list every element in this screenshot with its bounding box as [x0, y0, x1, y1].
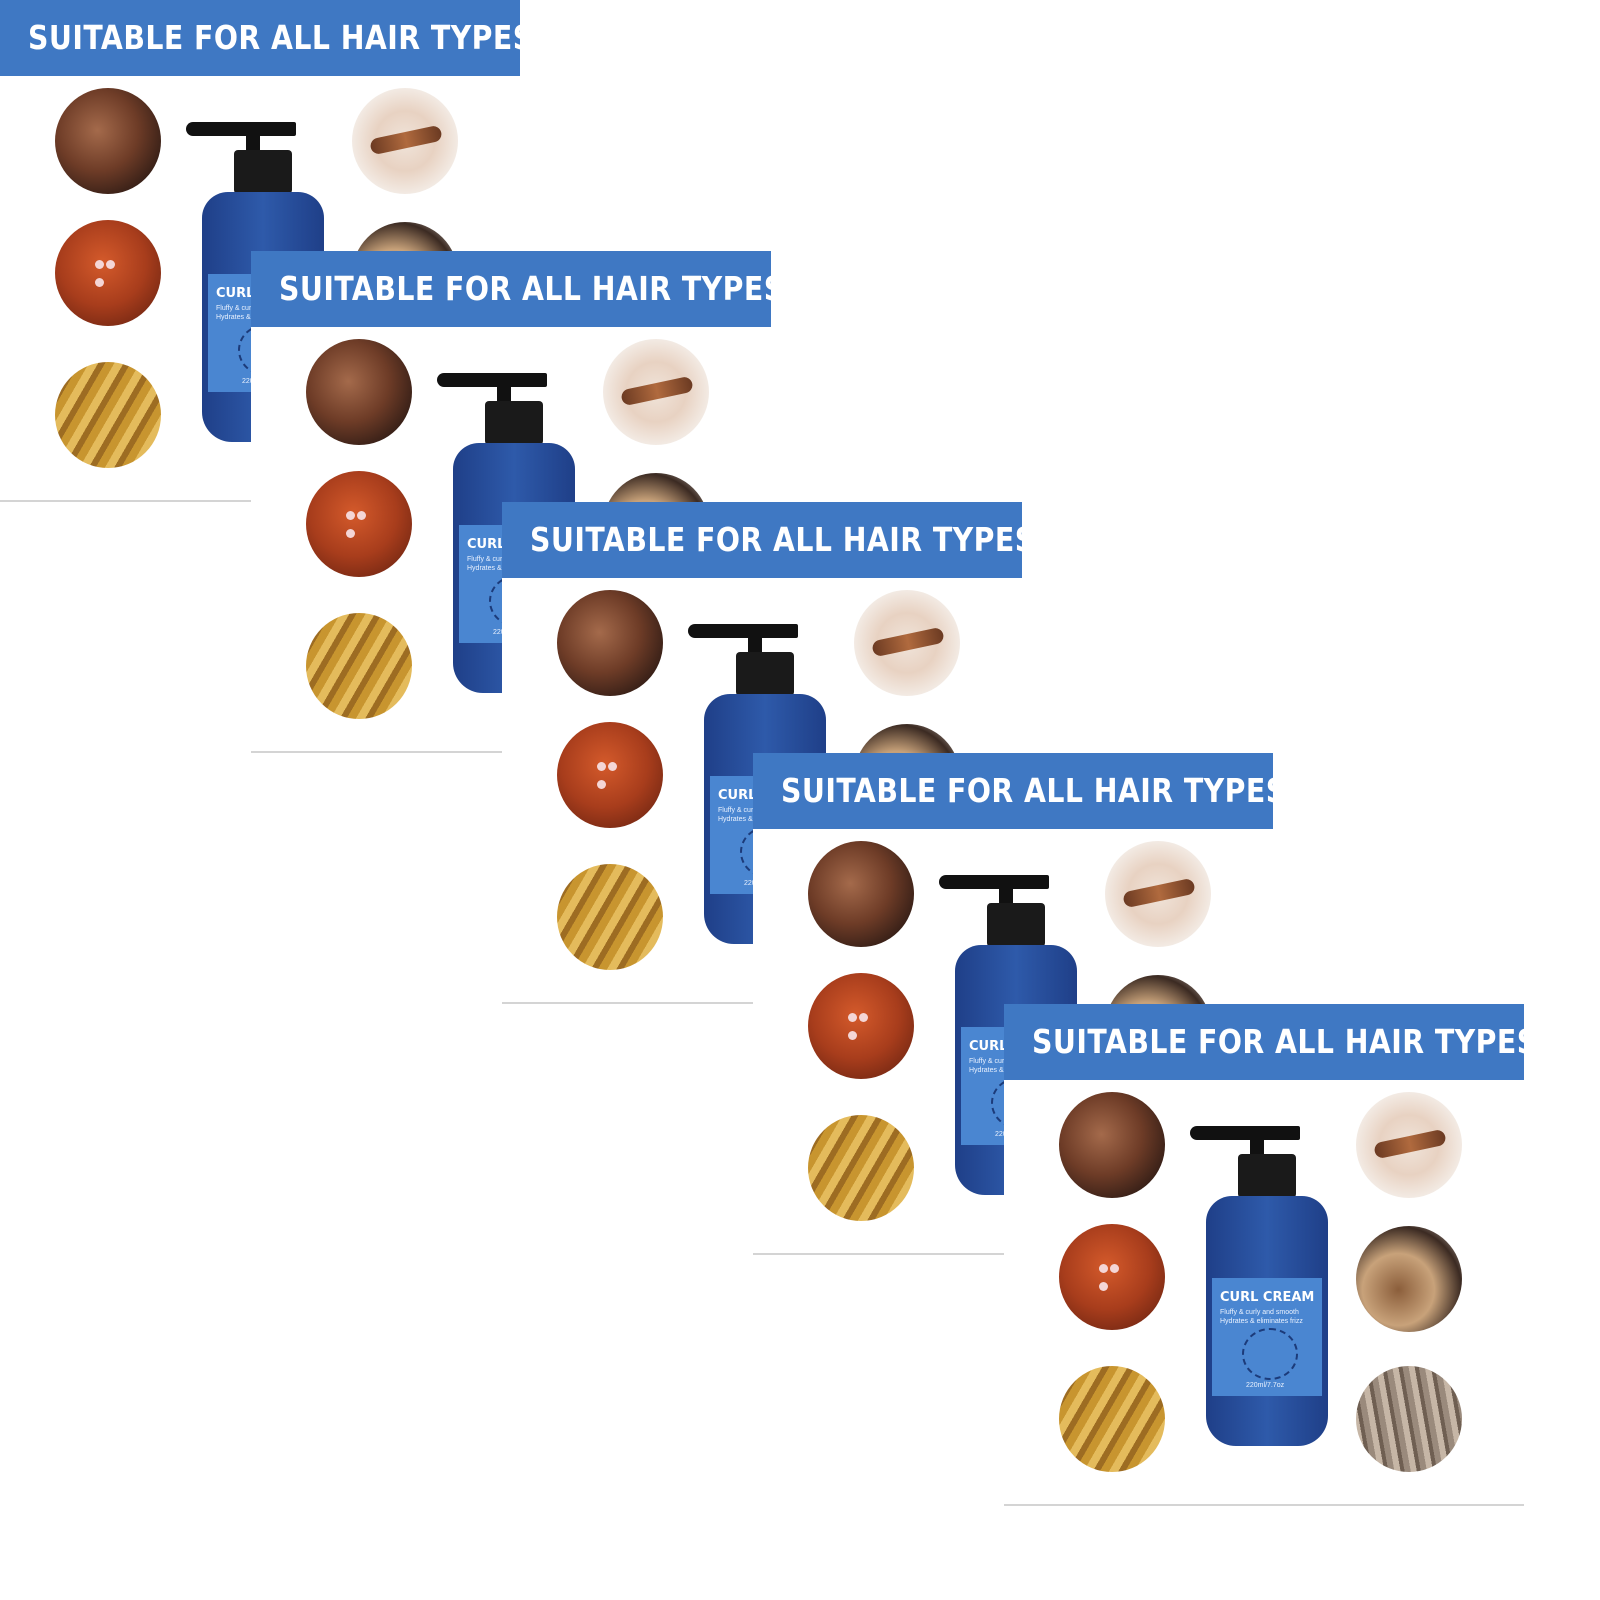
bottle-label: CURL CREAM Fluffy & curly and smooth Hyd…	[1212, 1278, 1322, 1396]
suitable-banner: SUITABLE FOR ALL HAIR TYPES	[502, 502, 1035, 578]
curl-cream-bottle: CURL CREAM Fluffy & curly and smooth Hyd…	[1190, 1126, 1340, 1456]
banner-text: SUITABLE FOR ALL HAIR TYPES	[1032, 1022, 1538, 1061]
wavy-hair-icon	[1059, 1366, 1165, 1472]
damaged-hair-icon	[557, 590, 663, 696]
suitable-banner: SUITABLE FOR ALL HAIR TYPES	[753, 753, 1286, 829]
pump-cap	[234, 150, 292, 194]
red-hair-icon	[55, 220, 161, 326]
damaged-hair-icon	[808, 841, 914, 947]
banner-text: SUITABLE FOR ALL HAIR TYPES	[279, 269, 785, 308]
curly-girl-illustration-icon	[1242, 1328, 1298, 1380]
pump-cap	[736, 652, 794, 696]
suitable-banner: SUITABLE FOR ALL HAIR TYPES	[0, 0, 533, 76]
pump-cap	[485, 401, 543, 445]
pump-nozzle	[1190, 1126, 1300, 1140]
pump-cap	[1238, 1154, 1296, 1198]
pump-nozzle	[688, 624, 798, 638]
suitable-banner: SUITABLE FOR ALL HAIR TYPES	[251, 251, 784, 327]
wavy-hair-icon	[55, 362, 161, 468]
twisted-hair-icon	[1356, 1092, 1462, 1198]
damaged-hair-icon	[306, 339, 412, 445]
banner-text: SUITABLE FOR ALL HAIR TYPES	[28, 18, 534, 57]
twisted-hair-icon	[352, 88, 458, 194]
twisted-hair-icon	[1105, 841, 1211, 947]
pump-nozzle	[437, 373, 547, 387]
banner-text: SUITABLE FOR ALL HAIR TYPES	[781, 771, 1287, 810]
label-title: CURL CREAM	[1220, 1290, 1315, 1305]
label-subtitle: Fluffy & curly and smooth Hydrates & eli…	[1220, 1309, 1303, 1325]
red-hair-icon	[306, 471, 412, 577]
twisted-hair-icon	[603, 339, 709, 445]
pump-nozzle	[939, 875, 1049, 889]
divider-line	[1004, 1504, 1524, 1506]
scalp-hair-icon	[1356, 1366, 1462, 1472]
damaged-hair-icon	[55, 88, 161, 194]
red-hair-icon	[1059, 1224, 1165, 1330]
brushed-hair-icon	[1356, 1226, 1462, 1332]
pump-cap	[987, 903, 1045, 947]
pump-nozzle	[186, 122, 296, 136]
wavy-hair-icon	[306, 613, 412, 719]
damaged-hair-icon	[1059, 1092, 1165, 1198]
banner-text: SUITABLE FOR ALL HAIR TYPES	[530, 520, 1036, 559]
product-panel: SUITABLE FOR ALL HAIR TYPES CURL CREAM F…	[1004, 1004, 1537, 1524]
wavy-hair-icon	[557, 864, 663, 970]
twisted-hair-icon	[854, 590, 960, 696]
label-volume: 220ml/7.7oz	[1246, 1382, 1285, 1389]
red-hair-icon	[557, 722, 663, 828]
suitable-banner: SUITABLE FOR ALL HAIR TYPES	[1004, 1004, 1537, 1080]
wavy-hair-icon	[808, 1115, 914, 1221]
red-hair-icon	[808, 973, 914, 1079]
